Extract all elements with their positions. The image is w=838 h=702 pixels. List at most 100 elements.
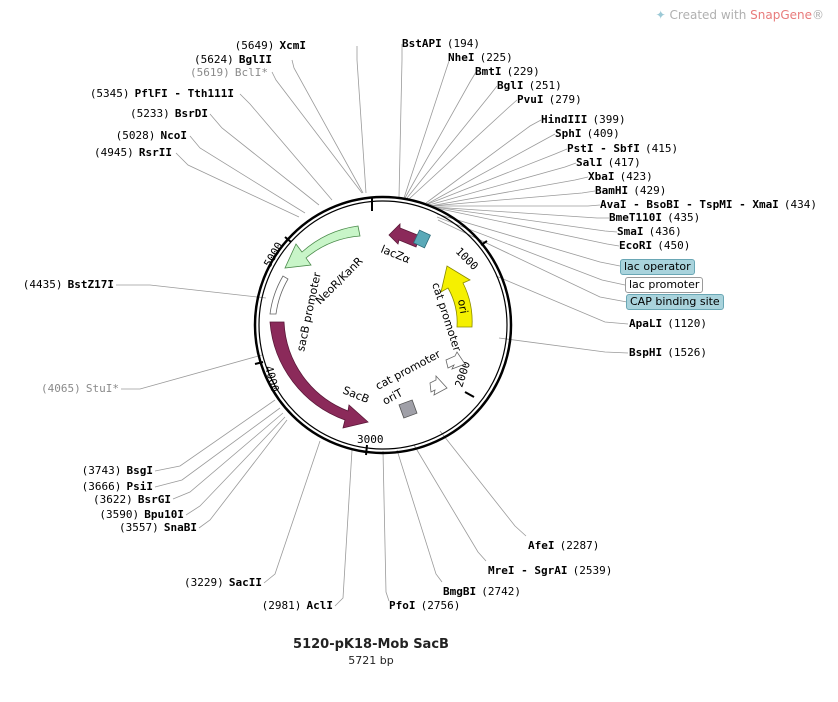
- svg-text:PfoI (2756): PfoI (2756): [389, 594, 460, 613]
- site-psti-sbfi[interactable]: PstI - SbfI: [567, 142, 640, 155]
- site-bglii[interactable]: BglII: [239, 53, 272, 66]
- site-bsphi[interactable]: BspHI: [629, 346, 662, 359]
- plasmid-title: 5120-pK18-Mob SacB: [293, 637, 449, 652]
- site-bcli[interactable]: BclI*: [235, 66, 268, 79]
- plasmid-length: 5721 bp: [348, 654, 394, 667]
- svg-text:(3743) BsgI: (3743) BsgI: [82, 459, 153, 478]
- svg-text:SphI (409): SphI (409): [555, 122, 620, 141]
- svg-text:BspHI (1526): BspHI (1526): [629, 341, 707, 360]
- feature-box-lac-promoter[interactable]: lac promoter: [625, 277, 704, 293]
- site-bgli[interactable]: BglI: [497, 79, 524, 92]
- site-rsrii[interactable]: RsrII: [139, 146, 172, 159]
- site-acli[interactable]: AclI: [307, 599, 334, 612]
- snapgene-watermark: ✦ Created with SnapGene®: [656, 8, 824, 22]
- site-bamhi[interactable]: BamHI: [595, 184, 628, 197]
- leader-lines: [116, 44, 629, 607]
- site-bsrdi[interactable]: BsrDI: [175, 107, 208, 120]
- cat-promoter-arrow-1: [445, 351, 466, 370]
- site-sali[interactable]: SalI: [576, 156, 603, 169]
- brand-prefix: Created with: [669, 8, 747, 22]
- svg-text:BglI (251): BglI (251): [497, 74, 562, 93]
- sites-left: (5649) XcmI (5624) BglII (5619) BclI* (5…: [23, 39, 333, 613]
- svg-text:(3557) SnaBI: (3557) SnaBI: [119, 516, 197, 535]
- brand-mark: ®: [812, 8, 824, 22]
- snapgene-logo-icon: ✦: [655, 8, 666, 22]
- site-snabi[interactable]: SnaBI: [164, 521, 197, 534]
- svg-text:BmtI (229): BmtI (229): [475, 60, 540, 79]
- svg-text:EcoRI (450): EcoRI (450): [619, 234, 690, 253]
- sites-right: BstAPI (194) NheI (225) BmtI (229) BglI …: [389, 32, 817, 613]
- svg-text:(4435) BstZ17I: (4435) BstZ17I: [23, 273, 114, 292]
- ruler-label-5000: 5000: [261, 240, 286, 269]
- site-bsrgi[interactable]: BsrGI: [138, 493, 171, 506]
- site-mrei-sgrai[interactable]: MreI - SgrAI: [488, 564, 567, 577]
- site-afei[interactable]: AfeI: [528, 539, 555, 552]
- ori-arrow: [440, 265, 473, 328]
- site-smai[interactable]: SmaI: [617, 225, 644, 238]
- lacza-arrow: [388, 223, 421, 248]
- svg-text:BmeT110I (435): BmeT110I (435): [609, 206, 700, 225]
- svg-text:ApaLI (1120): ApaLI (1120): [629, 312, 707, 331]
- svg-text:HindIII (399): HindIII (399): [541, 108, 626, 127]
- backbone-circle: [253, 195, 513, 455]
- site-ecori[interactable]: EcoRI: [619, 239, 652, 252]
- svg-text:(4945) RsrII: (4945) RsrII: [94, 141, 172, 160]
- cat-promoter-arrow-2: [429, 374, 448, 396]
- feature-label-sacb-promoter: sacB promoter: [294, 271, 324, 353]
- feature-box-lac-operator[interactable]: lac operator: [620, 259, 695, 275]
- sacb-arrow: [269, 321, 369, 429]
- svg-text:(3666) PsiI: (3666) PsiI: [82, 475, 153, 494]
- svg-text:(5233) BsrDI: (5233) BsrDI: [130, 102, 208, 121]
- svg-text:SmaI (436): SmaI (436): [617, 220, 682, 239]
- svg-text:(3622) BsrGI: (3622) BsrGI: [93, 488, 171, 507]
- svg-text:BstAPI (194): BstAPI (194): [402, 32, 480, 51]
- feature-label-lacza: lacZα: [379, 243, 412, 267]
- site-pvui[interactable]: PvuI: [517, 93, 544, 106]
- feature-label-sacb: SacB: [341, 384, 371, 406]
- site-sphi[interactable]: SphI: [555, 127, 582, 140]
- site-bmet110i[interactable]: BmeT110I: [609, 211, 662, 224]
- svg-text:(3590) Bpu10I: (3590) Bpu10I: [99, 503, 184, 522]
- svg-text:(2981) AclI: (2981) AclI: [262, 594, 333, 613]
- site-bmti[interactable]: BmtI: [475, 65, 502, 78]
- backbone-inner-circle: [258, 200, 508, 450]
- svg-text:MreI - SgrAI (2539): MreI - SgrAI (2539): [488, 559, 612, 578]
- neor-kanr-arrow: [284, 225, 361, 269]
- orit-box: [398, 399, 418, 419]
- svg-text:PstI - SbfI (415): PstI - SbfI (415): [567, 137, 678, 156]
- site-bsgi[interactable]: BsgI: [127, 464, 154, 477]
- site-avai-group[interactable]: AvaI - BsoBI - TspMI - XmaI: [600, 198, 779, 211]
- site-psii[interactable]: PsiI: [127, 480, 154, 493]
- site-xcmi[interactable]: XcmI: [280, 39, 307, 52]
- svg-text:XbaI (423): XbaI (423): [588, 165, 653, 184]
- site-bmgbi[interactable]: BmgBI: [443, 585, 476, 598]
- site-sacii[interactable]: SacII: [229, 576, 262, 589]
- site-xbai[interactable]: XbaI: [588, 170, 615, 183]
- ruler-label-1000: 1000: [453, 245, 481, 273]
- svg-text:AvaI - BsoBI - TspMI - XmaI (4: AvaI - BsoBI - TspMI - XmaI (434): [600, 193, 817, 212]
- feature-label-ori: ori: [455, 298, 470, 314]
- svg-text:(5619) BclI*: (5619) BclI*: [190, 61, 268, 80]
- site-pflfi-tth111i[interactable]: PflFI - Tth111I: [135, 87, 234, 100]
- ruler-ticks: [254, 197, 488, 456]
- svg-text:AfeI (2287): AfeI (2287): [528, 534, 599, 553]
- site-pfoi[interactable]: PfoI: [389, 599, 416, 612]
- site-hindiii[interactable]: HindIII: [541, 113, 587, 126]
- ruler-label-4000: 4000: [262, 364, 281, 393]
- sacb-promoter-arrow: [269, 275, 289, 315]
- svg-text:(5624) BglII: (5624) BglII: [194, 48, 272, 67]
- svg-text:(3229) SacII: (3229) SacII: [184, 571, 262, 590]
- svg-text:NheI (225): NheI (225): [448, 46, 513, 65]
- brand-name: SnapGene: [750, 8, 812, 22]
- svg-text:(5345) PflFI - Tth111I: (5345) PflFI - Tth111I: [90, 82, 234, 101]
- mcs-box: [413, 229, 431, 249]
- site-nhei[interactable]: NheI: [448, 51, 475, 64]
- site-bstz17i[interactable]: BstZ17I: [68, 278, 114, 291]
- svg-text:PvuI (279): PvuI (279): [517, 88, 582, 107]
- site-stui[interactable]: StuI*: [86, 382, 119, 395]
- site-apali[interactable]: ApaLI: [629, 317, 662, 330]
- site-ncoi[interactable]: NcoI: [161, 129, 188, 142]
- feature-box-cap-binding-site[interactable]: CAP binding site: [626, 294, 724, 310]
- site-bstapi[interactable]: BstAPI: [402, 37, 442, 50]
- site-bpu10i[interactable]: Bpu10I: [144, 508, 184, 521]
